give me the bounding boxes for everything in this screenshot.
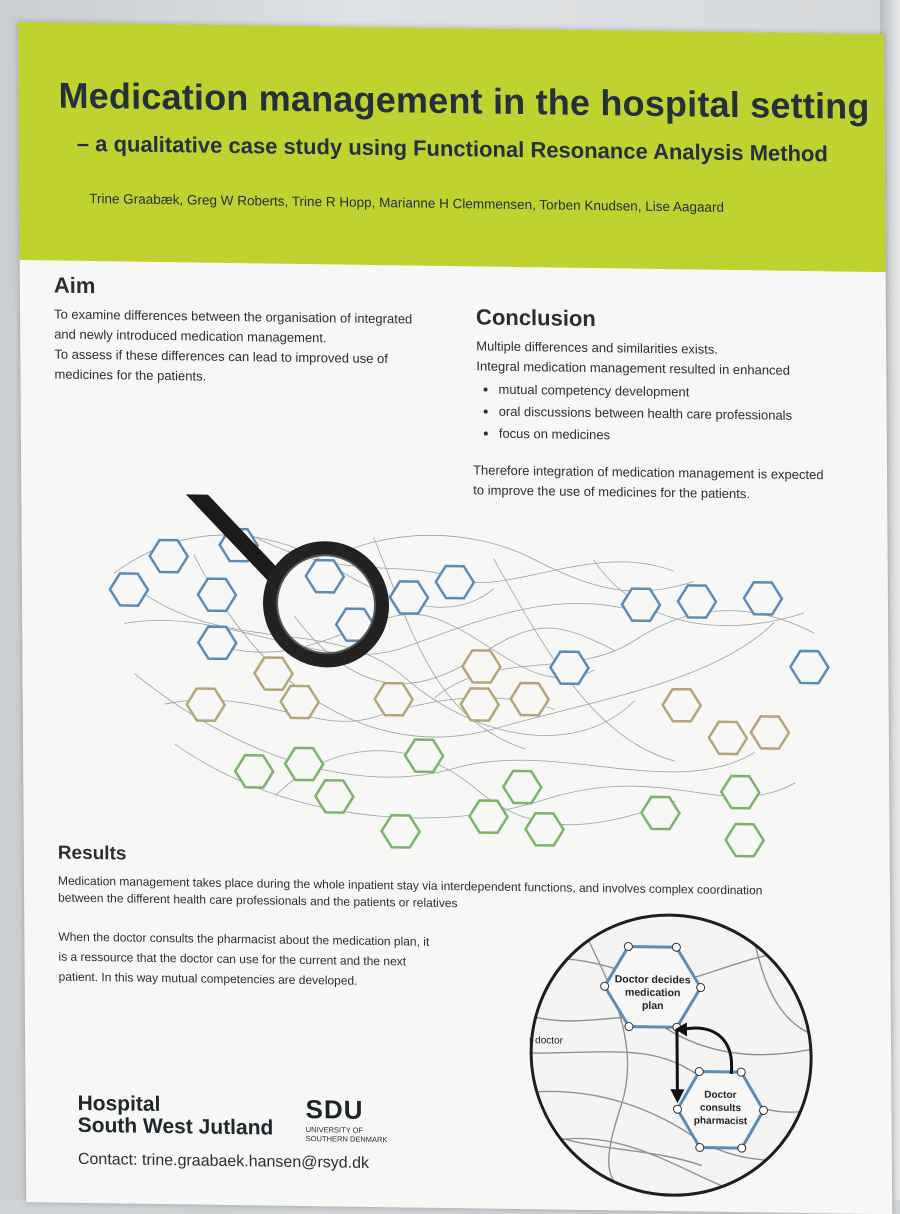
function-node [742,581,784,616]
function-node [279,684,321,720]
aim-heading: Aim [53,272,96,299]
function-node [620,587,662,623]
aim-text: To examine differences between the organ… [54,305,475,391]
function-node [639,795,681,831]
function-node [313,779,355,814]
zoom-detail-circle: Doctor decides medication plan Doctor co… [529,913,813,1198]
function-node [185,687,227,723]
hospital-logo: Hospital South West Jutland [77,1092,274,1140]
poster-header: Medication management in the hospital se… [18,22,886,273]
contact-email: Contact: trine.graabaek.hansen@rsyd.dk [77,1150,370,1172]
zoom-node2-label: pharmacist [694,1115,748,1127]
function-node [676,584,718,619]
function-node [108,572,150,607]
function-node [460,649,502,684]
fram-diagram [108,492,830,858]
function-node [724,822,766,858]
conclusion-bullets: mutual competency development oral discu… [482,378,858,449]
results-detail: When the doctor consults the pharmacist … [58,927,498,993]
function-node [233,753,275,789]
function-node [304,558,346,594]
zoom-side-label: r doctor [529,1035,564,1046]
zoom-node1-label: medication [625,987,681,1000]
function-node [434,564,476,600]
conclusion-line: Integral medication management resulted … [476,358,791,378]
function-node [253,656,294,691]
function-node [373,681,415,717]
conclusion-heading: Conclusion [475,304,596,332]
function-node [548,650,590,686]
zoom-node2-label: consults [700,1103,742,1115]
function-node [380,813,422,849]
sdu-logo-name: SDU [305,1094,364,1125]
zoom-arrows [675,1026,734,1094]
zoom-node2-label: Doctor [704,1090,736,1101]
diagram-nodes [108,527,830,858]
sdu-logo-sub: SOUTHERN DENMARK [305,1134,388,1145]
function-node [148,538,190,574]
function-node [661,687,703,723]
bullet-item: focus on medicines [499,423,859,450]
function-node [283,746,325,782]
function-node [468,799,509,834]
aspect-connectors [600,942,769,1153]
function-node [196,625,238,661]
conclusion-text: Multiple differences and similarities ex… [476,336,856,381]
function-node [501,769,543,805]
arrow-head-left [674,1022,688,1037]
poster: Medication management in the hospital se… [18,22,893,1214]
magnifier [181,492,390,668]
function-node [459,687,501,722]
hospital-logo-line: South West Jutland [77,1113,274,1140]
results-heading: Results [57,842,127,865]
sdu-logo: SDU UNIVERSITY OF SOUTHERN DENMARK [305,1094,387,1144]
poster-subtitle: – a qualitative case study using Functio… [76,130,828,167]
poster-authors: Trine Graabæk, Greg W Roberts, Trine R H… [89,190,725,215]
function-node [749,715,791,750]
function-node [196,577,238,613]
function-node [788,649,830,685]
zoom-node1-label: Doctor decides [615,973,691,986]
zoom-node1-label: plan [642,1000,664,1012]
function-node [509,681,551,717]
function-node [719,774,761,810]
function-node [388,580,430,615]
arrow-head-down [670,1089,685,1104]
poster-title: Medication management in the hospital se… [58,74,870,127]
function-node [403,738,445,774]
function-node [524,811,566,847]
function-node [707,720,749,756]
